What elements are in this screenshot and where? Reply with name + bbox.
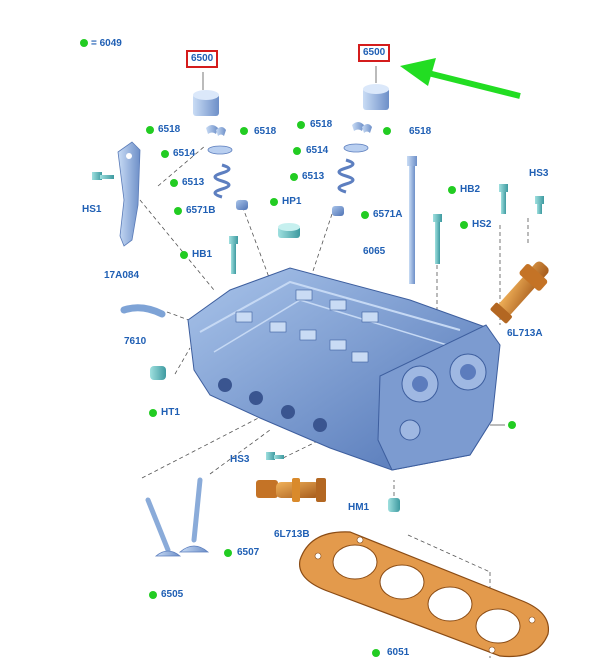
label-hs3-bottom: HS3	[230, 454, 250, 465]
tappet-left	[193, 90, 219, 116]
bolt-hs2	[433, 214, 442, 264]
label-hb2: HB2	[460, 184, 481, 195]
label-17a084: 17A084	[104, 270, 140, 281]
dot-6518c	[297, 121, 305, 129]
cylinder-head	[187, 267, 501, 471]
label-6514a: 6514	[173, 148, 196, 159]
dot-6518a	[146, 126, 154, 134]
label-hb1: HB1	[192, 249, 213, 260]
dot-hb1	[180, 251, 188, 259]
plug-hp1	[278, 223, 300, 238]
bolts	[92, 156, 544, 512]
dot-6513b	[290, 173, 298, 181]
bracket-17a084	[117, 141, 141, 247]
valves	[145, 477, 210, 557]
dot-cylinder-head	[508, 421, 516, 429]
legend-label: = 6049	[91, 38, 122, 49]
label-6571A: 6571A	[373, 209, 403, 220]
dowel-hm1	[388, 498, 400, 512]
tappet-right	[363, 84, 389, 110]
dot-6518d	[383, 127, 391, 135]
label-6500-left: 6500	[186, 50, 219, 68]
label-6065: 6065	[363, 246, 386, 257]
label-hp1: HP1	[282, 196, 302, 207]
label-hs1: HS1	[82, 204, 102, 215]
label-6518a: 6518	[158, 124, 181, 135]
label-6507: 6507	[237, 547, 260, 558]
dot-6571A	[361, 211, 369, 219]
dot-6514b	[293, 147, 301, 155]
bolt-hs3-bottom	[266, 452, 284, 460]
bolt-hb2	[499, 184, 508, 214]
label-6518b: 6518	[254, 126, 277, 137]
dot-6518b	[240, 127, 248, 135]
solenoid-6l713a	[490, 261, 549, 324]
green-arrow	[400, 58, 521, 99]
tube-7610	[120, 304, 166, 318]
dot-6514a	[161, 150, 169, 158]
spring-retainers	[207, 143, 369, 155]
dot-6507	[224, 549, 232, 557]
label-6514b: 6514	[306, 145, 329, 156]
label-hs2: HS2	[472, 219, 492, 230]
bolt-hs3-top	[535, 196, 544, 214]
label-hm1: HM1	[348, 502, 370, 513]
valve-keepers	[206, 122, 372, 136]
label-6518d: 6518	[409, 126, 432, 137]
legend-dot	[80, 39, 88, 47]
fitting-ht1	[150, 366, 166, 380]
label-7610: 7610	[124, 336, 147, 347]
dot-hb2	[448, 186, 456, 194]
label-6513b: 6513	[302, 171, 325, 182]
bolt-6065	[407, 156, 417, 284]
dot-6505	[149, 591, 157, 599]
valve-seals	[236, 200, 344, 216]
label-6l713a: 6L713A	[507, 328, 543, 339]
label-hs3-top: HS3	[529, 168, 549, 179]
dot-hs2	[460, 221, 468, 229]
label-6505: 6505	[161, 589, 184, 600]
label-6l713b: 6L713B	[274, 529, 310, 540]
dot-6051	[372, 649, 380, 657]
head-gasket-6051	[298, 531, 550, 658]
label-6518c: 6518	[310, 119, 333, 130]
valve-springs	[213, 158, 355, 199]
label-6571B: 6571B	[186, 205, 216, 216]
label-6513a: 6513	[182, 177, 205, 188]
dot-6571B	[174, 207, 182, 215]
bolt-hs1	[92, 172, 114, 180]
dot-6513a	[170, 179, 178, 187]
solenoid-6l713b	[256, 478, 326, 502]
dot-ht1	[149, 409, 157, 417]
label-6051: 6051	[387, 647, 410, 658]
label-6500-right: 6500	[358, 44, 391, 62]
label-ht1: HT1	[161, 407, 180, 418]
dot-hp1	[270, 198, 278, 206]
bolt-hb1	[229, 236, 238, 274]
